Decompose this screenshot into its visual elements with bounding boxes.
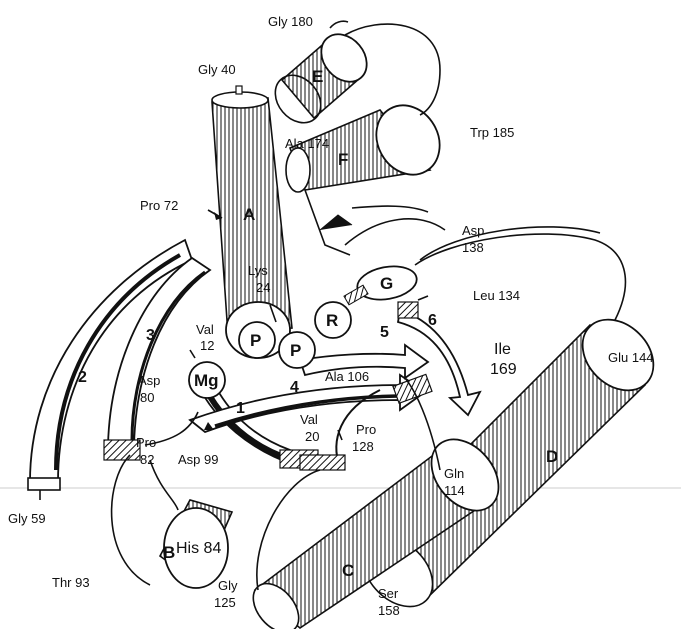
label-strand-5: 5 xyxy=(380,324,389,341)
label-val20-b: 20 xyxy=(305,429,319,444)
label-gln114-a: Gln xyxy=(444,466,464,481)
label-asp80-a: Asp xyxy=(138,373,160,388)
label-thr93: Thr 93 xyxy=(52,575,90,590)
label-pro72: Pro 72 xyxy=(140,198,178,213)
label-helix-f: F xyxy=(338,150,348,169)
label-guanine: G xyxy=(380,274,393,293)
loop-g-d xyxy=(415,234,625,320)
label-ile169-a: Ile xyxy=(494,341,511,358)
label-asp138-a: Asp xyxy=(462,223,484,238)
label-gly40: Gly 40 xyxy=(198,62,236,77)
label-asp99: Asp 99 xyxy=(178,452,218,467)
label-his84: His 84 xyxy=(176,540,221,557)
label-helix-e: E xyxy=(312,67,323,86)
label-strand-4: 4 xyxy=(290,379,299,396)
label-ala106: Ala 106 xyxy=(325,369,369,384)
label-ala174: Ala 174 xyxy=(285,136,329,151)
label-asp138-b: 138 xyxy=(462,240,484,255)
label-leu134: Leu 134 xyxy=(473,288,520,303)
label-gln114-b: 114 xyxy=(444,483,465,498)
label-lys24-a: Lys xyxy=(248,263,268,278)
label-asp80-b: 80 xyxy=(140,390,154,405)
label-pro128-b: 128 xyxy=(352,439,374,454)
label-strand-3: 3 xyxy=(146,327,155,344)
label-helix-a: A xyxy=(243,205,255,224)
label-phosphate-2: P xyxy=(290,341,301,360)
label-val12-b: 12 xyxy=(200,338,214,353)
label-pro82-a: Pro xyxy=(136,435,156,450)
label-ser158-a: Ser xyxy=(378,586,399,601)
label-ser158-b: 158 xyxy=(378,603,400,618)
label-helix-b: B xyxy=(163,543,175,562)
label-strand-6: 6 xyxy=(428,312,437,329)
label-gly180: Gly 180 xyxy=(268,14,313,29)
label-pro128-a: Pro xyxy=(356,422,376,437)
label-strand-2: 2 xyxy=(78,369,87,386)
helix-b xyxy=(112,455,232,588)
label-gly125-a: Gly xyxy=(218,578,238,593)
label-phosphate-1: P xyxy=(250,331,261,350)
label-glu144: Glu 144 xyxy=(608,350,654,365)
label-helix-d: D xyxy=(546,447,558,466)
label-gly125-b: 125 xyxy=(214,595,236,610)
label-gly59: Gly 59 xyxy=(8,511,46,526)
label-pro82-b: 82 xyxy=(140,452,154,467)
label-val20-a: Val xyxy=(300,412,318,427)
label-lys24-b: 24 xyxy=(256,280,270,295)
label-val12-a: Val xyxy=(196,322,214,337)
label-strand-1: 1 xyxy=(236,400,245,417)
label-ribose: R xyxy=(326,311,338,330)
label-helix-c: C xyxy=(342,561,354,580)
label-ile169-b: 169 xyxy=(490,361,517,378)
label-trp185: Trp 185 xyxy=(470,125,514,140)
label-magnesium: Mg xyxy=(194,371,219,390)
